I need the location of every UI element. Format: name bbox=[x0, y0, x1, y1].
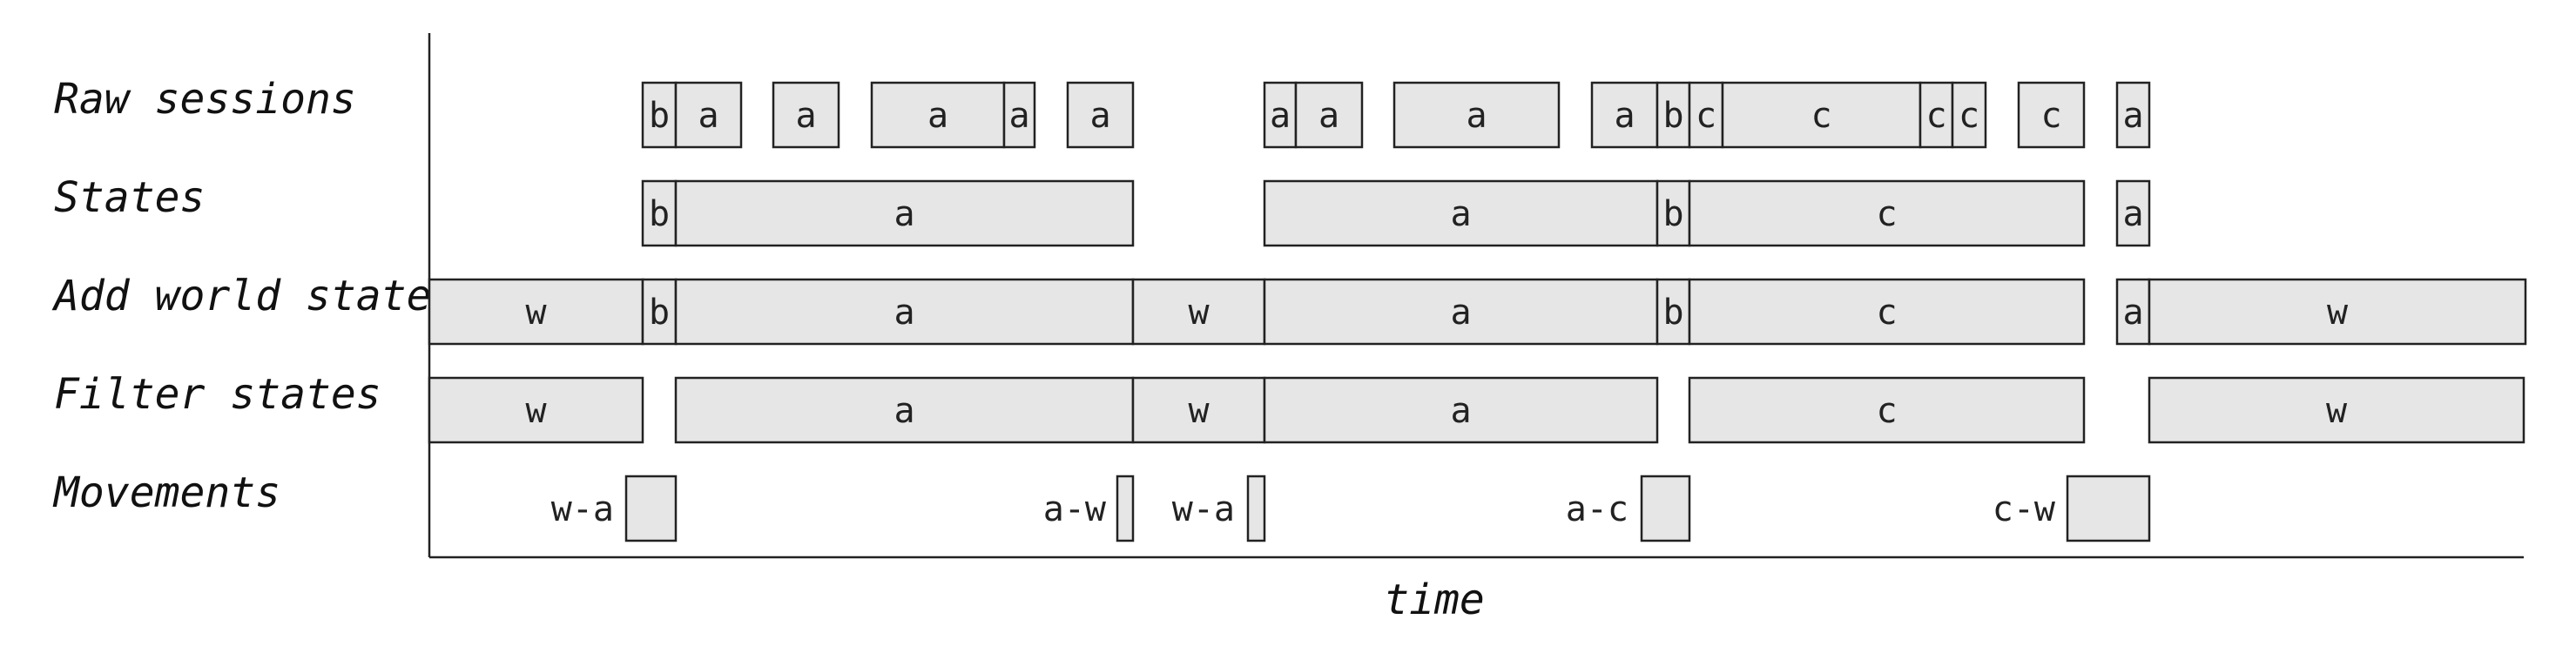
row3-segment-label: w bbox=[2326, 391, 2348, 431]
row2-segment-box bbox=[2115, 278, 2151, 346]
row0-segment-box bbox=[674, 81, 743, 149]
movement-label: w-a bbox=[1172, 489, 1235, 529]
row0-segment-label: c bbox=[1925, 96, 1946, 136]
row0-segment-box bbox=[1919, 81, 1954, 149]
row0-segment-box bbox=[1066, 81, 1135, 149]
row3-segment-box bbox=[428, 376, 644, 444]
row0-segment-label: a bbox=[1089, 96, 1110, 136]
row2-segment-label: b bbox=[1662, 293, 1683, 333]
row0-segment-label: a bbox=[2122, 96, 2143, 136]
row3-segment-label: a bbox=[894, 391, 914, 431]
row-label-add-world-state: Add world state bbox=[51, 272, 431, 320]
row0-segment-label: a bbox=[1270, 96, 1291, 136]
movement-box bbox=[2066, 475, 2151, 542]
row2-segment-label: a bbox=[894, 293, 914, 333]
row0-segment-label: a bbox=[1318, 96, 1339, 136]
row0-segment-box bbox=[1263, 81, 1298, 149]
movement-box bbox=[624, 475, 678, 542]
row0-segment-label: a bbox=[1614, 96, 1635, 136]
row0-segment-label: a bbox=[795, 96, 816, 136]
row0-segment-label: a bbox=[1466, 96, 1487, 136]
row-label-movements: Movements bbox=[52, 468, 280, 517]
row-label-states: States bbox=[54, 173, 205, 222]
row1-segment-label: a bbox=[1450, 194, 1471, 234]
row0-segment-label: b bbox=[649, 96, 670, 136]
row2-segment-box bbox=[428, 278, 644, 346]
row3-segment-label: w bbox=[525, 391, 547, 431]
row2-segment-label: a bbox=[1450, 293, 1471, 333]
row0-segment-box bbox=[1951, 81, 1987, 149]
row0-segment-label: b bbox=[1662, 96, 1683, 136]
movement-label: a-c bbox=[1566, 489, 1629, 529]
row0-segment-box bbox=[2115, 81, 2151, 149]
row0-segment-label: a bbox=[698, 96, 718, 136]
row0-segment-label: a bbox=[1008, 96, 1029, 136]
row1-segment-label: c bbox=[1876, 194, 1897, 234]
row3-segment-box bbox=[2148, 376, 2525, 444]
row1-segment-box bbox=[1688, 179, 2086, 247]
row0-segment-box bbox=[870, 81, 1006, 149]
row0-segment-label: c bbox=[2040, 96, 2061, 136]
row-label-raw-sessions: Raw sessions bbox=[54, 75, 356, 124]
row2-segment-label: c bbox=[1876, 293, 1897, 333]
movement-label: w-a bbox=[551, 489, 614, 529]
movement-label: a-w bbox=[1043, 489, 1107, 529]
row1-segment-box bbox=[2115, 179, 2151, 247]
row3-segment-box bbox=[1263, 376, 1659, 444]
row3-segment-label: w bbox=[1188, 391, 1210, 431]
time-axis-label: time bbox=[1384, 576, 1485, 624]
row2-segment-box bbox=[1131, 278, 1266, 346]
row2-segment-label: w bbox=[1188, 293, 1210, 333]
row1-segment-label: a bbox=[894, 194, 914, 234]
row0-segment-box bbox=[1656, 81, 1691, 149]
row1-segment-label: a bbox=[2122, 194, 2143, 234]
row2-segment-box bbox=[674, 278, 1135, 346]
row2-segment-box bbox=[1688, 278, 2086, 346]
row0-segment-label: c bbox=[1959, 96, 1979, 136]
row1-segment-box bbox=[1263, 179, 1659, 247]
movement-box bbox=[1116, 475, 1135, 542]
row1-segment-label: b bbox=[649, 194, 670, 234]
row2-segment-label: w bbox=[2327, 293, 2349, 333]
row0-segment-box bbox=[772, 81, 840, 149]
row2-segment-label: b bbox=[649, 293, 670, 333]
row0-segment-box bbox=[1294, 81, 1364, 149]
row3-segment-box bbox=[1688, 376, 2086, 444]
row0-segment-box bbox=[2017, 81, 2086, 149]
row3-segment-box bbox=[1131, 376, 1266, 444]
row1-segment-label: b bbox=[1662, 194, 1683, 234]
row3-segment-label: c bbox=[1876, 391, 1897, 431]
row0-segment-box bbox=[1393, 81, 1561, 149]
movement-label: c-w bbox=[1993, 489, 2056, 529]
row1-segment-box bbox=[674, 179, 1135, 247]
row0-segment-box bbox=[1002, 81, 1036, 149]
row0-segment-box bbox=[1688, 81, 1724, 149]
row2-segment-label: a bbox=[2122, 293, 2143, 333]
row0-segment-label: c bbox=[1696, 96, 1716, 136]
row0-segment-box bbox=[1590, 81, 1659, 149]
row-label-filter-states: Filter states bbox=[54, 370, 381, 419]
row0-segment-label: a bbox=[927, 96, 948, 136]
row0-segment-label: c bbox=[1811, 96, 1831, 136]
movement-box bbox=[1640, 475, 1691, 542]
movement-box bbox=[1246, 475, 1266, 542]
row2-segment-box bbox=[2148, 278, 2527, 346]
row2-segment-label: w bbox=[525, 293, 547, 333]
row3-segment-label: a bbox=[1450, 391, 1471, 431]
